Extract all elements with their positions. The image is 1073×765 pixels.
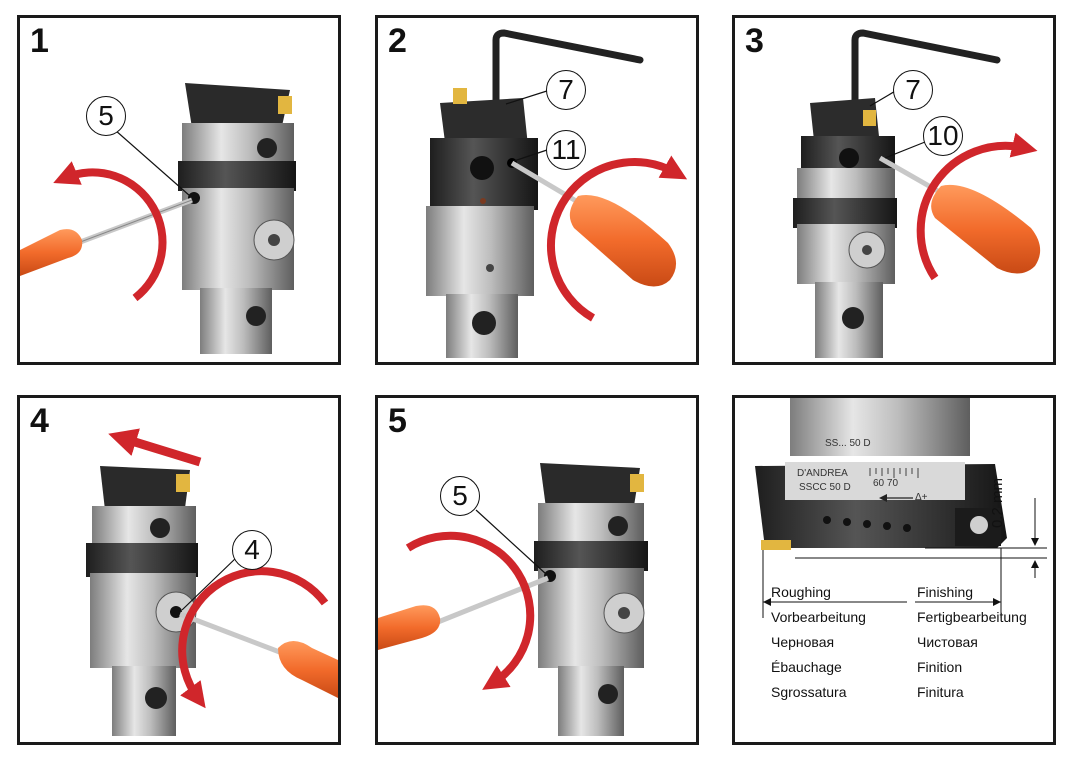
callout-label: 7 xyxy=(893,70,933,110)
detail-panel: SS... 50 D D'ANDREA SSCC 50 D 60 70 Δ+ 0… xyxy=(732,395,1056,745)
roughing-label: Vorbearbeitung xyxy=(771,609,866,625)
step-number: 4 xyxy=(30,402,49,440)
callout-label: 11 xyxy=(546,130,586,170)
step-number: 1 xyxy=(30,22,49,60)
insert-detail-illustration xyxy=(755,398,1047,618)
step-panel-3: 3 7 10 xyxy=(732,15,1056,365)
measurement-label: 0.2 mm xyxy=(989,477,1006,528)
finishing-label: Finition xyxy=(917,659,963,675)
callout-label: 5 xyxy=(440,476,480,516)
callout-label: 7 xyxy=(546,70,586,110)
tool-delta-marking: Δ+ xyxy=(915,492,928,503)
tool-scale-marking: 60 70 xyxy=(873,478,899,489)
roughing-label: Черновая xyxy=(771,634,835,650)
finishing-label: Finitura xyxy=(917,684,964,700)
callout-label: 10 xyxy=(923,116,963,156)
finishing-label: Чистовая xyxy=(917,634,978,650)
callout-label: 4 xyxy=(232,530,272,570)
callout-label: 5 xyxy=(86,96,126,136)
step-panel-2: 2 7 11 xyxy=(375,15,699,365)
roughing-label: Roughing xyxy=(771,584,831,600)
tool-model-marking: SSCC 50 D xyxy=(799,482,851,493)
boring-head-illustration xyxy=(86,428,338,736)
roughing-label: Sgrossatura xyxy=(771,684,847,700)
step-panel-4: 4 4 xyxy=(17,395,341,745)
tool-brand-marking: D'ANDREA xyxy=(797,468,848,479)
boring-head-illustration xyxy=(793,29,1041,358)
roughing-label: Ébauchage xyxy=(771,659,842,675)
finishing-label: Finishing xyxy=(917,584,974,600)
step-panel-5: 5 5 xyxy=(375,395,699,745)
tool-body-marking: SS... 50 D xyxy=(825,438,871,449)
step-number: 3 xyxy=(745,22,764,60)
boring-head-illustration xyxy=(426,29,688,358)
step-number: 5 xyxy=(388,402,407,440)
step-panel-1: 1 5 xyxy=(17,15,341,365)
step-number: 2 xyxy=(388,22,407,60)
finishing-label: Fertigbearbeitung xyxy=(917,609,1027,625)
boring-head-illustration xyxy=(20,83,296,354)
boring-head-illustration xyxy=(378,463,648,736)
